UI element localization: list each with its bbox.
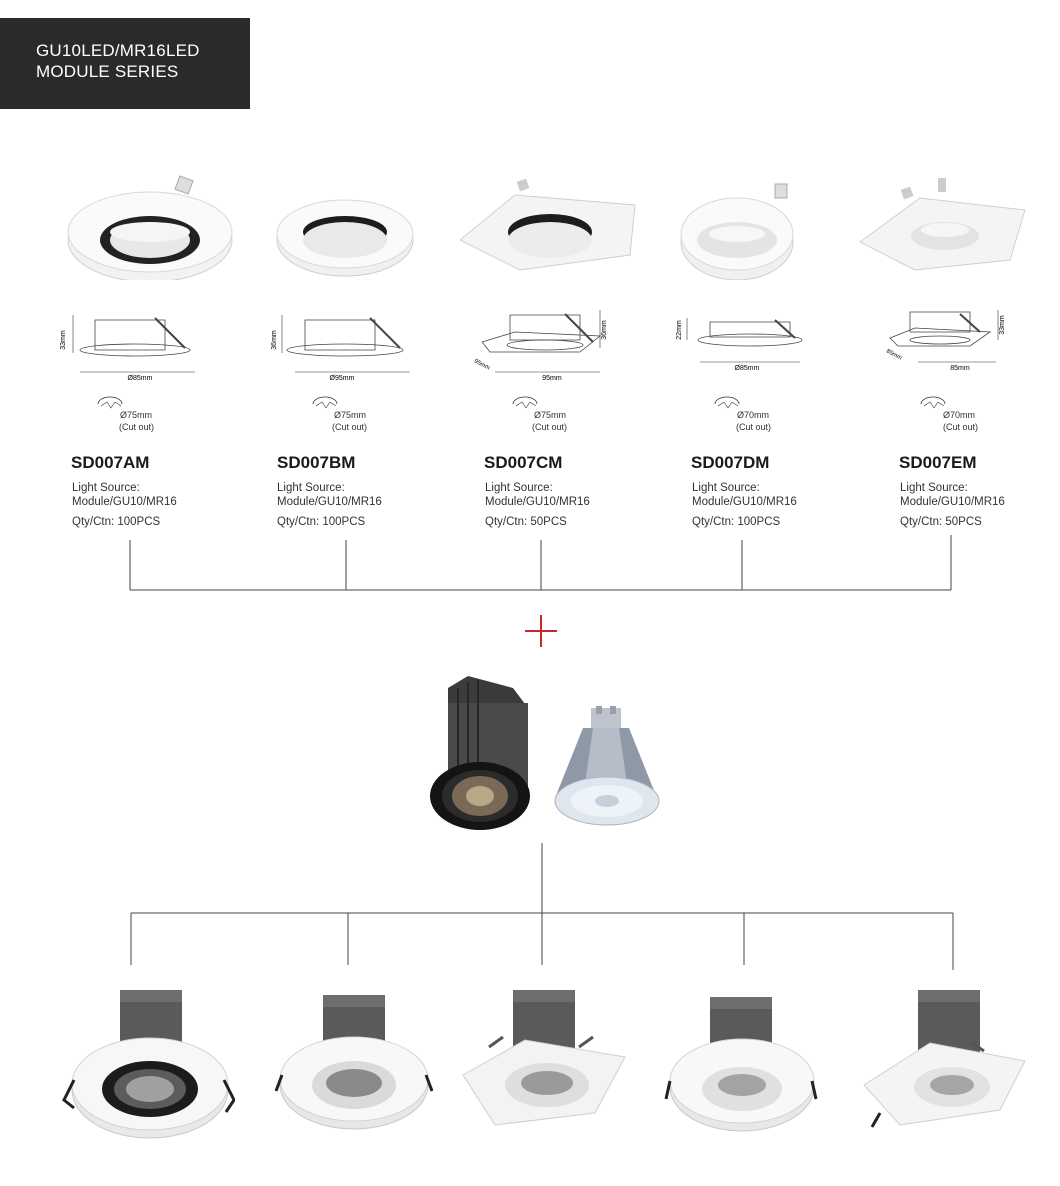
qty-per-carton: Qty/Ctn: 50PCS [485,516,567,528]
cutout-diameter: Ø70mm [943,410,976,420]
svg-text:36mm: 36mm [601,320,608,340]
assembled-sd007bm-image [274,995,434,1130]
svg-text:33mm: 33mm [60,330,67,350]
svg-text:85mm: 85mm [885,348,903,361]
gu10-bulb-image [554,706,660,826]
qty-per-carton: Qty/Ctn: 100PCS [72,516,161,528]
svg-text:33mm: 33mm [999,315,1006,335]
cutout-sd007dm: Ø70mm (Cut out) [712,390,822,440]
led-module-image [430,676,530,830]
dimension-drawing: 36mm Ø95mm [271,315,410,382]
cutout-icon [714,396,740,409]
cutout-diameter: Ø75mm [534,410,567,420]
svg-text:95mm: 95mm [473,358,491,371]
cutout-sd007bm: Ø75mm (Cut out) [310,390,420,440]
assembled-sd007em-image [863,990,1026,1128]
light-source-value: Module/GU10/MR16 [277,496,382,508]
plus-icon [525,615,557,647]
svg-text:22mm: 22mm [676,320,683,340]
dimension-drawing: 33mm Ø85mm [60,315,195,382]
series-title-box: GU10LED/MR16LED MODULE SERIES [0,18,250,109]
svg-text:Ø85mm: Ø85mm [735,365,760,372]
product-code: SD007BM [277,453,356,472]
cutout-icon [512,396,538,409]
series-title-line1: GU10LED/MR16LED [36,41,200,60]
cutout-sd007am: Ø75mm (Cut out) [95,390,205,440]
round-frame-black-ring-image [67,175,233,280]
light-source-value: Module/GU10/MR16 [900,496,1005,508]
cutout-diameter: Ø75mm [120,410,153,420]
light-source-value: Module/GU10/MR16 [485,496,590,508]
qty-per-carton: Qty/Ctn: 100PCS [692,516,781,528]
series-title-line2: MODULE SERIES [36,62,179,81]
light-source-value: Module/GU10/MR16 [72,496,177,508]
cutout-note: (Cut out) [532,422,568,432]
light-source-label: Light Source: [485,482,553,494]
svg-text:Ø95mm: Ø95mm [330,375,355,382]
cutout-icon [97,396,123,409]
cutout-sd007em: Ø70mm (Cut out) [918,390,1028,440]
qty-per-carton: Qty/Ctn: 100PCS [277,516,366,528]
light-source-label: Light Source: [72,482,140,494]
product-code: SD007DM [691,453,770,472]
round-frame-deep-image [276,199,414,277]
cutout-icon [920,396,946,409]
cutout-sd007cm: Ø75mm (Cut out) [510,390,620,440]
qty-per-carton: Qty/Ctn: 50PCS [900,516,982,528]
square-frame-image [460,178,636,271]
assembled-sd007cm-image [462,990,626,1126]
square-frame-white-image [860,178,1026,271]
svg-text:95mm: 95mm [542,375,562,382]
cutout-icon [312,396,338,409]
light-source-label: Light Source: [277,482,345,494]
product-code: SD007AM [71,453,150,472]
product-code: SD007EM [899,453,977,472]
cutout-note: (Cut out) [332,422,368,432]
light-source-label: Light Source: [692,482,760,494]
dimension-drawing: 22mm Ø85mm [676,318,803,372]
cutout-note: (Cut out) [119,422,155,432]
cutout-note: (Cut out) [736,422,772,432]
cutout-diameter: Ø75mm [334,410,367,420]
svg-text:Ø85mm: Ø85mm [128,375,153,382]
cutout-diameter: Ø70mm [737,410,770,420]
svg-text:36mm: 36mm [271,330,278,350]
dimension-drawing: 36mm 95mm 95mm [473,310,608,382]
round-frame-white-image [680,183,794,280]
light-source-label: Light Source: [900,482,968,494]
dimension-drawing: 33mm 85mm 85mm [885,310,1006,372]
assembled-sd007dm-image [664,997,818,1132]
svg-text:85mm: 85mm [950,365,970,372]
cutout-note: (Cut out) [943,422,979,432]
assembled-sd007am-image [62,990,235,1139]
light-source-value: Module/GU10/MR16 [692,496,797,508]
product-code: SD007CM [484,453,563,472]
